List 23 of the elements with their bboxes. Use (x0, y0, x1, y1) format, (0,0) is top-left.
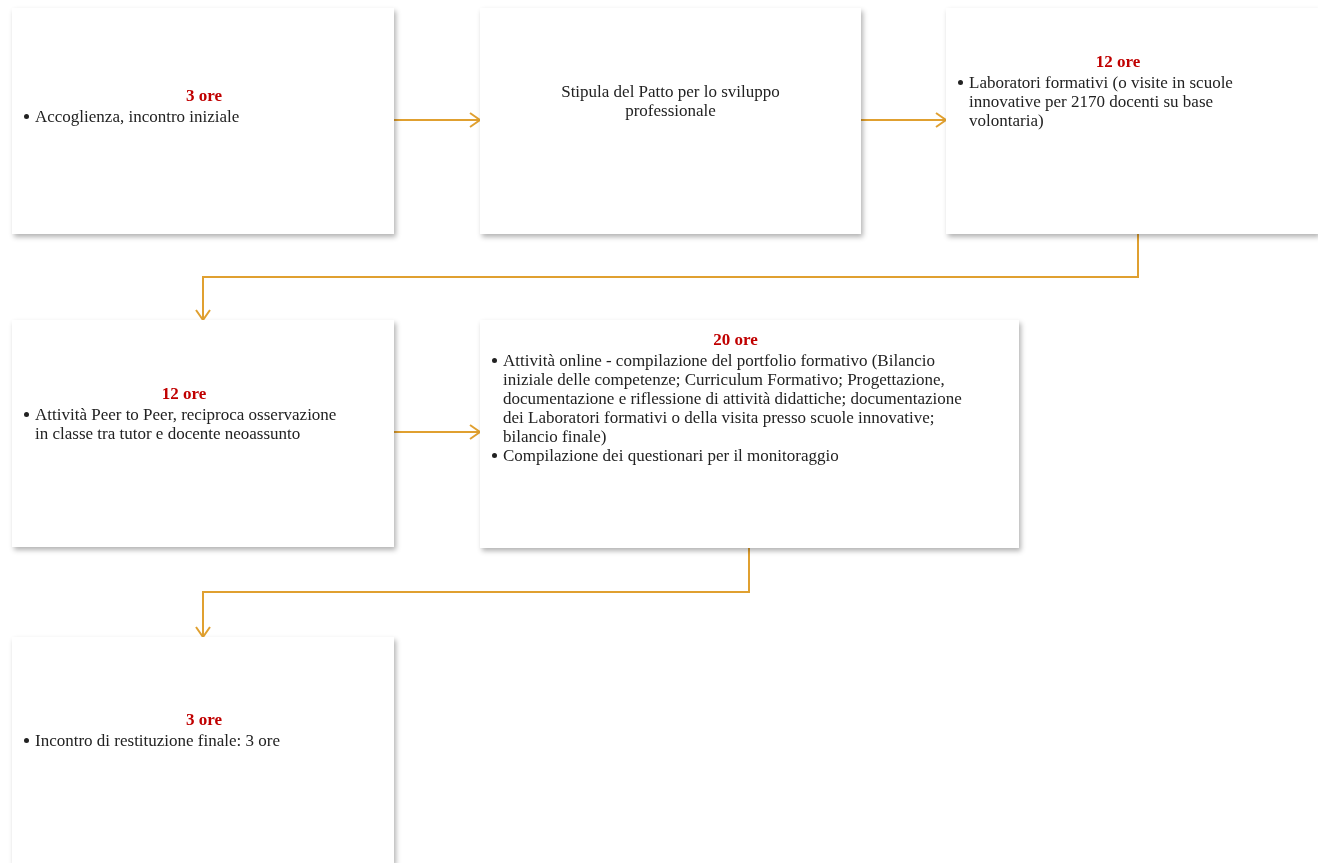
arrow (393, 112, 481, 128)
step-box (12, 320, 394, 547)
bullet-text: Laboratori formativi (o visite in scuole innovative per 2170 docenti su base volontaria) (969, 73, 1234, 130)
step-box (480, 8, 861, 234)
hours-heading: 3 ore (184, 86, 223, 105)
bullet-text: Compilazione dei questionari per il monitoraggio (503, 446, 839, 465)
hours-heading: 20 ore (712, 330, 759, 349)
hours-heading: 3 ore (184, 710, 223, 729)
bullet-text: Attività Peer to Peer, reciproca osservazione in classe tra tutor e docente neoassunto (35, 405, 338, 443)
step-text: Stipula del Patto per lo sviluppo professionale (560, 82, 781, 120)
step-box (12, 8, 394, 234)
arrow (195, 233, 1139, 321)
arrow (393, 424, 481, 440)
arrow (195, 547, 750, 638)
bullet-text: Incontro di restituzione finale: 3 ore (35, 731, 280, 750)
step-box (480, 320, 1019, 548)
step-box (12, 637, 394, 863)
step-box (946, 8, 1318, 234)
bullet-text: Attività online - compilazione del portfolio formativo (Bilancio iniziale delle competenze; Curriculum Formativo; Progettazione, documentazione e riflessione di attività didattiche; documentazione dei Laboratori formativi o della visita presso scuole innovative; bilancio finale) (503, 351, 963, 446)
hours-heading: 12 ore (160, 384, 208, 403)
arrow (860, 112, 947, 128)
bullet-text: Accoglienza, incontro iniziale (35, 107, 240, 126)
hours-heading: 12 ore (1094, 52, 1142, 71)
